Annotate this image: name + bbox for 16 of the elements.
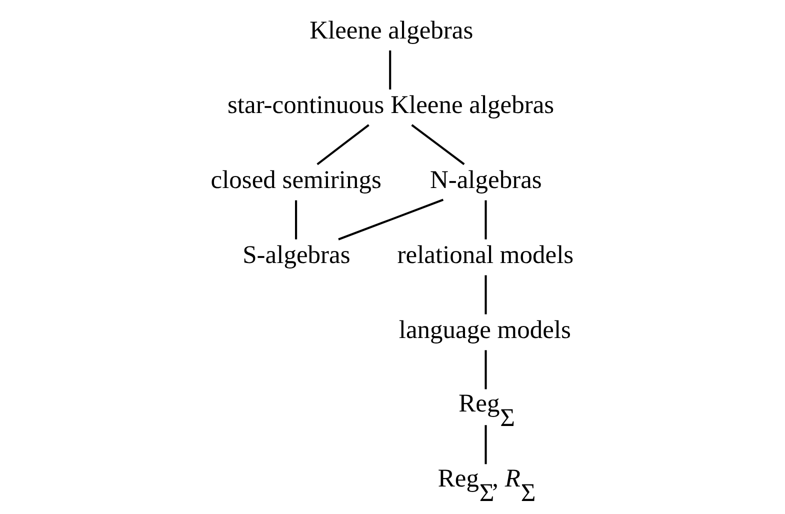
node-text: closed semirings — [210, 165, 382, 194]
connector — [316, 124, 370, 166]
connector — [484, 425, 487, 464]
node-text: star-continuous Kleene algebras — [227, 90, 554, 120]
connector — [411, 124, 465, 166]
connector — [295, 200, 298, 240]
connector — [484, 275, 487, 314]
node-text: N-algebras — [430, 165, 542, 194]
connector — [484, 350, 487, 390]
node-text: Kleene algebras — [310, 15, 474, 44]
node-text: relational models — [397, 240, 574, 270]
connector — [389, 50, 392, 90]
node-text: S-algebras — [242, 240, 350, 270]
node-text: language models — [398, 314, 571, 344]
connector — [484, 200, 487, 240]
connector — [338, 198, 444, 240]
